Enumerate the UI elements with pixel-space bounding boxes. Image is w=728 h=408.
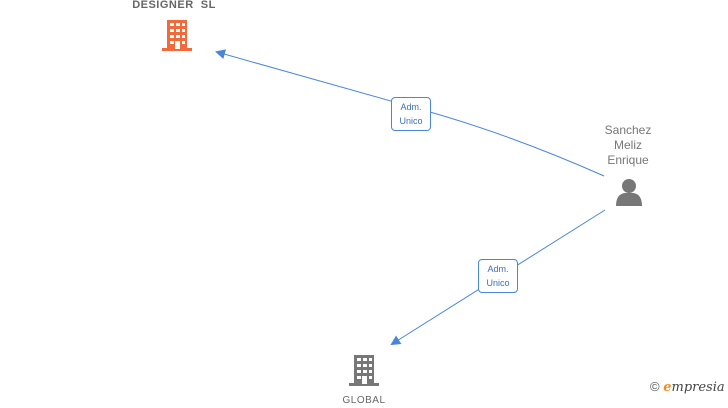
company-label-designer[interactable]: DESIGNER SL	[132, 0, 216, 11]
person-label-line: Enrique	[607, 153, 649, 167]
brand-logo: empresia	[663, 380, 725, 395]
empresia-watermark: © empresia	[650, 379, 725, 395]
edge-label-line: Unico	[399, 116, 423, 126]
edge-label-adm-unico: Adm. Unico	[391, 97, 431, 131]
edge-label-line: Adm.	[400, 102, 422, 112]
person-label[interactable]: Sanchez Meliz Enrique	[588, 123, 668, 168]
building-icon[interactable]	[162, 20, 192, 51]
person-icon[interactable]	[616, 179, 642, 206]
person-label-line: Meliz	[613, 138, 642, 152]
edge-label-adm-unico: Adm. Unico	[478, 259, 518, 293]
edge-label-line: Adm.	[487, 264, 509, 274]
edge-label-line: Unico	[486, 278, 510, 288]
building-icon[interactable]	[349, 355, 379, 386]
company-label-global[interactable]: GLOBAL	[342, 395, 386, 406]
copyright-symbol: ©	[650, 379, 660, 394]
person-label-line: Sanchez	[604, 123, 652, 137]
